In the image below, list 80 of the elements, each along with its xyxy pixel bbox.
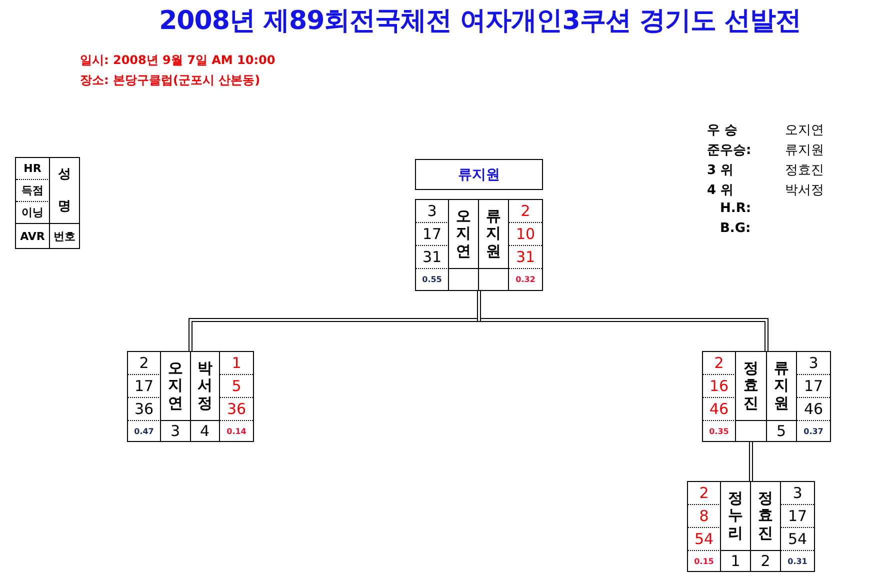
result-text: B.G: bbox=[720, 221, 751, 236]
score: 2 bbox=[714, 354, 724, 372]
title: 2008년 제89회전국체전 여자개인3쿠션 경기도 선발전 bbox=[158, 5, 802, 38]
score: 2 bbox=[699, 484, 709, 502]
result-text: 4 위 bbox=[707, 182, 734, 199]
winner-name: 류지원 bbox=[458, 166, 500, 184]
match-table bbox=[702, 351, 831, 442]
column-heading: 득점 bbox=[22, 183, 44, 198]
player-name: 류지원 bbox=[486, 208, 501, 260]
average: 0.14 bbox=[226, 426, 246, 436]
result-text: 오지연 bbox=[785, 122, 824, 139]
score: 36 bbox=[226, 400, 246, 418]
column-heading: AVR bbox=[20, 230, 45, 242]
average: 0.32 bbox=[516, 275, 536, 284]
score: 3 bbox=[427, 202, 437, 220]
player-panel bbox=[688, 482, 751, 571]
column-heading: HR bbox=[24, 162, 42, 175]
player-panel bbox=[128, 352, 190, 441]
player-name: 박서정 bbox=[197, 360, 212, 412]
score: 5 bbox=[232, 377, 242, 395]
key-table bbox=[15, 157, 80, 249]
player-name: 오지연 bbox=[456, 208, 471, 260]
match-table bbox=[687, 481, 815, 572]
player-name: 류지원 bbox=[774, 360, 789, 412]
average: 0.15 bbox=[694, 556, 714, 566]
score: 31 bbox=[422, 248, 442, 266]
score: 46 bbox=[804, 400, 824, 418]
score: 2 bbox=[139, 354, 149, 372]
score: 17 bbox=[804, 377, 824, 395]
score: 54 bbox=[694, 530, 714, 548]
score: 3 bbox=[808, 354, 818, 372]
score: 46 bbox=[709, 400, 729, 418]
player-panel bbox=[416, 200, 479, 290]
score: 8 bbox=[699, 507, 709, 525]
player-panel bbox=[479, 200, 542, 290]
average: 0.55 bbox=[422, 275, 442, 284]
event-info: 장소: 본당구클럽(군포시 산본동) bbox=[80, 72, 260, 89]
result-text: 정효진 bbox=[785, 162, 824, 179]
match-table bbox=[415, 199, 543, 291]
score: 2 bbox=[520, 202, 530, 220]
seat-number: 5 bbox=[776, 422, 786, 440]
result-text: 류지원 bbox=[785, 142, 824, 159]
column-heading: 이닝 bbox=[22, 205, 44, 220]
score: 36 bbox=[134, 400, 154, 418]
average: 0.47 bbox=[134, 426, 154, 436]
winner-box bbox=[415, 159, 543, 190]
score: 16 bbox=[709, 377, 729, 395]
match-table bbox=[127, 351, 254, 442]
player-name: 정효진 bbox=[743, 360, 758, 412]
score: 10 bbox=[516, 225, 536, 243]
player-panel bbox=[190, 352, 253, 441]
player-panel bbox=[751, 482, 814, 571]
player-name: 정누리 bbox=[728, 490, 743, 542]
score: 17 bbox=[788, 507, 808, 525]
column-heading: 번호 bbox=[54, 228, 76, 244]
result-text: 준우승: bbox=[707, 142, 752, 159]
player-name: 정효진 bbox=[758, 490, 773, 542]
seat-number: 1 bbox=[730, 552, 740, 570]
bracket-line bbox=[749, 442, 753, 482]
average: 0.37 bbox=[804, 426, 824, 436]
player-panel bbox=[703, 352, 766, 441]
seat-number: 4 bbox=[200, 422, 210, 440]
column-heading: 성명 bbox=[58, 166, 71, 216]
player-name: 오지연 bbox=[168, 360, 183, 412]
result-text: 우 승 bbox=[707, 122, 738, 139]
player-panel bbox=[766, 352, 830, 441]
score: 3 bbox=[792, 484, 802, 502]
event-info: 일시: 2008년 9월 7일 AM 10:00 bbox=[80, 52, 276, 69]
average: 0.35 bbox=[709, 426, 729, 436]
seat-number: 2 bbox=[760, 552, 770, 570]
score: 17 bbox=[134, 377, 154, 395]
score: 31 bbox=[516, 248, 536, 266]
score: 17 bbox=[422, 225, 442, 243]
seat-number: 3 bbox=[170, 422, 180, 440]
result-text: H.R: bbox=[720, 201, 752, 216]
score: 54 bbox=[788, 530, 808, 548]
score: 1 bbox=[232, 354, 242, 372]
result-text: 3 위 bbox=[707, 162, 734, 179]
result-text: 박서정 bbox=[785, 182, 824, 199]
average: 0.31 bbox=[788, 556, 808, 566]
